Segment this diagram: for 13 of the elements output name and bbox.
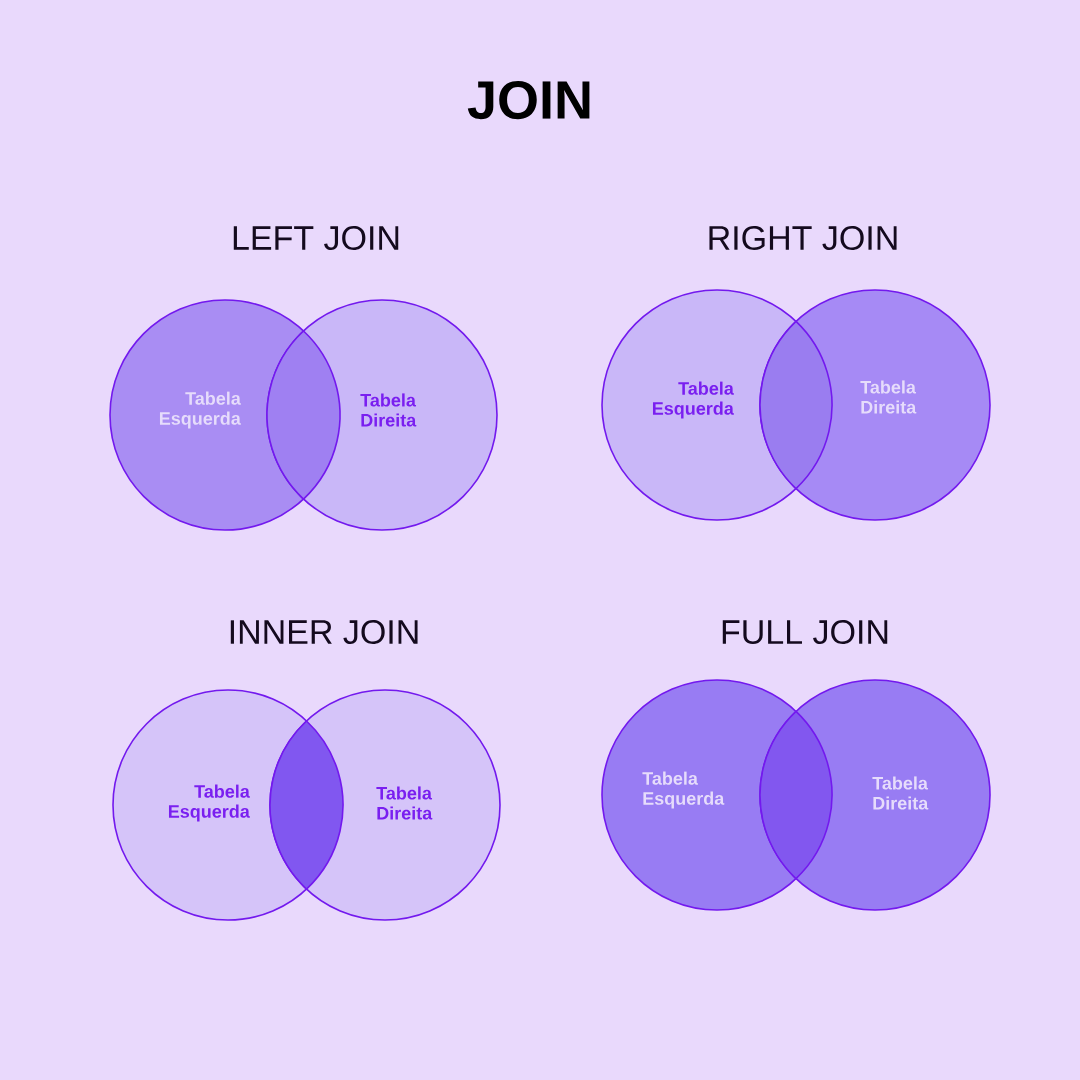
section-heading: LEFT JOIN	[233, 225, 399, 251]
table-label: Tabela Direita	[360, 393, 417, 427]
table-label: Tabela Direita	[872, 776, 929, 810]
table-label: Tabela Esquerda	[160, 391, 241, 429]
section-heading: FULL JOIN	[722, 619, 888, 645]
table-label: Tabela Direita	[860, 380, 917, 414]
section-heading: INNER JOIN	[230, 619, 418, 645]
title: JOIN	[467, 80, 590, 120]
table-label: Tabela Esquerda	[642, 771, 725, 809]
table-label: Tabela Direita	[376, 786, 433, 820]
table-label: Tabela Esquerda	[653, 381, 734, 419]
table-label: Tabela Esquerda	[169, 784, 250, 822]
section-heading: RIGHT JOIN	[709, 225, 897, 251]
